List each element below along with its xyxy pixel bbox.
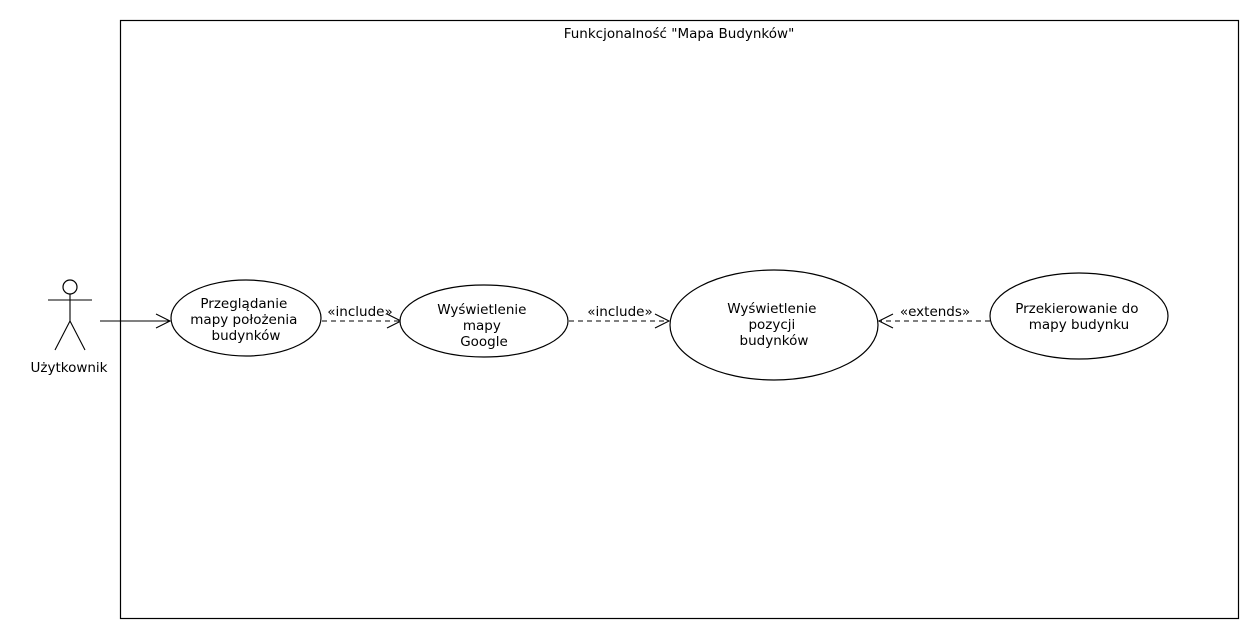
use-case-label-line: mapy xyxy=(463,318,501,334)
use-case-label-line: Przeglądanie xyxy=(200,296,287,312)
include-relation-1: «include» xyxy=(322,304,403,329)
use-case-show-building-positions: Wyświetlenie pozycji budynków xyxy=(669,269,879,381)
svg-text:Wyświetlenie pozycji: Wyświetlenie pozycji budynków xyxy=(727,301,821,349)
use-case-browse-building-map: Przeglądanie mapy położenia budynków xyxy=(170,279,322,357)
use-case-label-line: pozycji xyxy=(748,317,795,333)
svg-text:Przekierowanie do mapy b: Przekierowanie do mapy budynku xyxy=(1015,301,1143,333)
extends-relation: «extends» xyxy=(877,304,990,329)
use-case-label-line: Wyświetlenie xyxy=(727,301,816,317)
use-case-label-line: Wyświetlenie xyxy=(437,302,526,318)
use-case-label-line: budynków xyxy=(740,333,809,349)
svg-text:Wyświetlenie mapy: Wyświetlenie mapy Google xyxy=(437,302,531,350)
actor-label: Użytkownik xyxy=(30,360,107,376)
actor-user: Użytkownik xyxy=(30,279,108,376)
use-case-label-line: Przekierowanie do xyxy=(1015,301,1138,317)
include-label: «include» xyxy=(327,304,392,320)
use-case-label-line: Google xyxy=(460,334,508,350)
stick-figure-icon xyxy=(48,279,92,351)
use-case-label-line: mapy budynku xyxy=(1029,317,1129,333)
include-label: «include» xyxy=(587,304,652,320)
extends-label: «extends» xyxy=(900,304,970,320)
association-arrow xyxy=(100,313,172,329)
svg-text:Przeglądanie mapy położe: Przeglądanie mapy położenia budynków xyxy=(190,296,301,344)
use-case-label-line: mapy położenia xyxy=(190,312,297,328)
use-case-show-google-map: Wyświetlenie mapy Google xyxy=(399,284,569,358)
use-case-label-line: budynków xyxy=(212,328,281,344)
system-title: Funkcjonalność "Mapa Budynków" xyxy=(564,26,795,42)
use-case-redirect-to-building-map: Przekierowanie do mapy budynku xyxy=(989,272,1169,360)
include-relation-2: «include» xyxy=(569,304,671,329)
